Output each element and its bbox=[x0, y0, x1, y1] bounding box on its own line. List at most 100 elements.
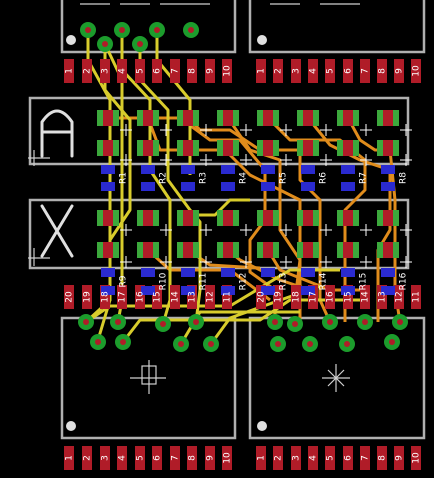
resistor-upper-pad bbox=[261, 182, 275, 191]
segment-pad-core bbox=[263, 140, 273, 156]
header-mid-left-pad bbox=[117, 285, 127, 309]
header-bottom-right-pin-label: 5 bbox=[326, 455, 336, 461]
header-mid-right-pad bbox=[325, 285, 335, 309]
header-mid-right-pad bbox=[377, 285, 387, 309]
segment-pad-core bbox=[383, 140, 393, 156]
pin1-marker bbox=[66, 421, 76, 431]
header-top-left-pin-label: 5 bbox=[136, 68, 146, 74]
via-hole bbox=[160, 321, 166, 327]
header-bottom-right-pin-label: 7 bbox=[361, 455, 371, 461]
resistor-lower-pad bbox=[341, 268, 355, 277]
resistor-upper-pad bbox=[341, 165, 355, 174]
header-bottom-right-pin-label: 8 bbox=[378, 455, 388, 461]
resistor-lower-pad bbox=[221, 286, 235, 295]
header-bottom-left-pad bbox=[170, 446, 180, 470]
segment-pad-core bbox=[143, 110, 153, 126]
header-mid-left-pad bbox=[152, 285, 162, 309]
header-mid-right-pad bbox=[360, 285, 370, 309]
header-top-left-pad bbox=[117, 59, 127, 83]
header-mid-right-pin-label: 19 bbox=[274, 291, 284, 303]
resistor-upper-pad bbox=[181, 182, 195, 191]
header-bottom-left-pad bbox=[135, 446, 145, 470]
resistor-upper-pad bbox=[221, 182, 235, 191]
header-bottom-left-pad bbox=[64, 446, 74, 470]
segment-pad-core bbox=[143, 140, 153, 156]
module-outlines bbox=[60, 0, 426, 440]
header-top-right-pin-label: 5 bbox=[326, 68, 336, 74]
header-top-left-pad bbox=[64, 59, 74, 83]
segment-pad-core bbox=[383, 110, 393, 126]
header-top-right-pin-label: 7 bbox=[361, 68, 371, 74]
header-mid-left-pin-label: 19 bbox=[83, 291, 93, 303]
via-hole bbox=[120, 339, 126, 345]
header-bottom-left-pin-label: 4 bbox=[118, 455, 128, 461]
trace-yellow bbox=[86, 30, 112, 341]
header-top-right-pin-label: 4 bbox=[309, 68, 319, 74]
header-top-left-pin-label: 1 bbox=[65, 68, 75, 74]
resistor-lower-label: R16 bbox=[399, 272, 409, 290]
resistor-upper-label: R8 bbox=[399, 172, 409, 184]
pin1-marker bbox=[257, 421, 267, 431]
segment-pad-core bbox=[343, 210, 353, 226]
header-bottom-left-pin-label: 6 bbox=[153, 455, 163, 461]
header-bottom-left-pad bbox=[205, 446, 215, 470]
segment-pad-core bbox=[263, 242, 273, 258]
trace-yellow bbox=[179, 310, 300, 345]
segment-pad-core bbox=[263, 110, 273, 126]
resistor-lower-label: R12 bbox=[239, 273, 249, 291]
resistor-upper-label: R4 bbox=[239, 172, 249, 184]
resistor-lower-label: R14 bbox=[319, 272, 329, 290]
header-mid-right-pad bbox=[411, 285, 421, 309]
resistor-lower-pad bbox=[181, 268, 195, 277]
header-top-right-pad bbox=[325, 59, 335, 83]
trace-yellow bbox=[190, 198, 250, 217]
header-top-right-pad bbox=[291, 59, 301, 83]
resistor-lower-label: R9 bbox=[119, 275, 129, 287]
via-hole bbox=[397, 319, 403, 325]
header-mid-left-pin-label: 12 bbox=[206, 291, 216, 302]
trace-yellow bbox=[138, 44, 202, 323]
header-top-right-pad bbox=[411, 59, 421, 83]
resistor-upper-pad bbox=[141, 182, 155, 191]
display-upper-outline bbox=[28, 96, 410, 166]
header-bottom-left-pad bbox=[222, 446, 232, 470]
resistor-lower-pad bbox=[181, 286, 195, 295]
header-mid-left-pin-label: 15 bbox=[153, 291, 163, 302]
segment-pad-core bbox=[103, 110, 113, 126]
header-top-right-pad bbox=[256, 59, 266, 83]
display-outlines bbox=[28, 96, 410, 270]
header-bottom-right-pad bbox=[343, 446, 353, 470]
header-top-left-pin-label: 10 bbox=[223, 65, 233, 77]
header-mid-left-pin-label: 13 bbox=[188, 291, 198, 302]
header-mid-right-pin-label: 16 bbox=[326, 291, 336, 303]
resistor-lower-pad bbox=[101, 286, 115, 295]
resistor-lower-pad bbox=[381, 286, 395, 295]
module-bottom-left-outline bbox=[60, 316, 237, 440]
header-mid-right-pin-label: 20 bbox=[257, 291, 267, 303]
trace-yellow bbox=[209, 284, 321, 345]
resistor-upper-label: R5 bbox=[279, 172, 289, 184]
resistor-upper-label: R6 bbox=[319, 172, 329, 184]
header-bottom-right-pin-label: 3 bbox=[292, 455, 302, 461]
header-mid-left-pin-label: 18 bbox=[101, 291, 111, 303]
header-top-right-pin-label: 6 bbox=[344, 68, 354, 74]
segment-pad-core bbox=[303, 242, 313, 258]
via-hole bbox=[344, 341, 350, 347]
header-top-left-pad bbox=[187, 59, 197, 83]
via-hole bbox=[292, 321, 298, 327]
header-top-right-pad bbox=[377, 59, 387, 83]
header-bottom-right-pin-label: 9 bbox=[395, 455, 405, 461]
pin1-marker bbox=[66, 35, 76, 45]
header-top-right-pin-label: 2 bbox=[274, 68, 284, 74]
resistor-lower-pad bbox=[341, 286, 355, 295]
header-bottom-right-pad bbox=[411, 446, 421, 470]
header-top-left-pad bbox=[100, 59, 110, 83]
resistor-lower-pad bbox=[261, 286, 275, 295]
segment-pad-core bbox=[143, 242, 153, 258]
header-top-right-pin-label: 10 bbox=[412, 65, 422, 77]
header-top-left-pad bbox=[205, 59, 215, 83]
header-mid-left-pad bbox=[205, 285, 215, 309]
header-top-left-pin-label: 7 bbox=[171, 68, 181, 74]
via-hole bbox=[115, 319, 121, 325]
